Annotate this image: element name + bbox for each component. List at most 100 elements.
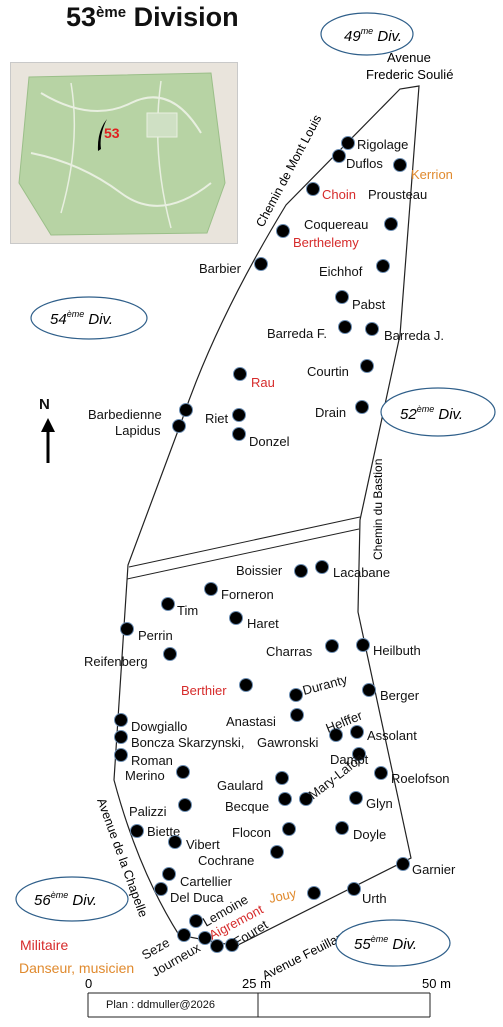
- svg-text:56ème Div.: 56ème Div.: [34, 890, 97, 909]
- grave-urth: Urth: [347, 882, 387, 906]
- grave-dot: [290, 708, 304, 722]
- svg-text:49me Div.: 49me Div.: [344, 26, 402, 45]
- grave-dot: [325, 639, 339, 653]
- grave-becque: Becque: [225, 792, 292, 814]
- grave-label: Lapidus: [115, 423, 161, 438]
- grave-del-duca: Del Duca: [154, 882, 224, 905]
- grave-label: Merino: [125, 768, 165, 783]
- grave-eichhof: Eichhof: [319, 259, 390, 279]
- grave-roman: Roman: [114, 748, 173, 768]
- grave-dot: [355, 400, 369, 414]
- grave-tim: Tim: [161, 597, 198, 618]
- grave-dot: [282, 822, 296, 836]
- grave-dot: [335, 821, 349, 835]
- grave-duranty: Duranty: [289, 671, 349, 702]
- grave-label: Boissier: [236, 563, 283, 578]
- grave-label: Berthelemy: [293, 235, 359, 250]
- grave-label: Prousteau: [368, 187, 427, 202]
- grave-palizzi: Palizzi: [129, 798, 192, 819]
- division-outline: [113, 85, 420, 947]
- svg-text:54ème Div.: 54ème Div.: [50, 309, 113, 328]
- grave-gaulard: Gaulard: [217, 771, 289, 793]
- grave-dot: [360, 359, 374, 373]
- grave-boncza-skarzynski: Boncza Skarzynski,: [114, 730, 244, 750]
- grave-dot: [114, 748, 128, 762]
- grave-label: Gawronski: [257, 735, 319, 750]
- grave-dot: [278, 792, 292, 806]
- grave-label: Barbier: [199, 261, 242, 276]
- scale-tick-0: 0: [85, 976, 92, 991]
- crossing-path-line-2: [126, 528, 360, 580]
- grave-dot: [254, 257, 268, 271]
- grave-label: Doyle: [353, 827, 386, 842]
- grave-label: Lacabane: [333, 565, 390, 580]
- crossing-path-line-1: [128, 516, 361, 568]
- grave-choin: Choin: [306, 182, 356, 202]
- grave-dot: [179, 403, 193, 417]
- grave-label: Roman: [131, 753, 173, 768]
- grave-dot: [204, 582, 218, 596]
- page-title: 53ème Division: [66, 2, 239, 32]
- neighbor-division-49: 49me Div.: [320, 12, 414, 56]
- grave-label: Duflos: [346, 156, 383, 171]
- grave-dot: [306, 182, 320, 196]
- grave-label: Charras: [266, 644, 313, 659]
- grave-label: Biette: [147, 824, 180, 839]
- grave-label: Palizzi: [129, 804, 167, 819]
- grave-flocon: Flocon: [232, 822, 296, 840]
- svg-text:55ème Div.: 55ème Div.: [354, 934, 417, 953]
- grave-dot: [120, 622, 134, 636]
- grave-donzel: Donzel: [232, 427, 290, 449]
- grave-dot: [178, 798, 192, 812]
- grave-heilbuth: Heilbuth: [356, 638, 421, 658]
- grave-dot: [177, 928, 191, 942]
- plan-credit: Plan : ddmuller@2026: [106, 999, 216, 1011]
- grave-courtin: Courtin: [307, 359, 374, 379]
- grave-dot: [189, 914, 203, 928]
- legend-danseur: Danseur, musicien: [19, 960, 135, 976]
- grave-dowgiallo: Dowgiallo: [114, 713, 187, 734]
- grave-dot: [347, 882, 361, 896]
- grave-dot: [239, 678, 253, 692]
- svg-text:52ème Div.: 52ème Div.: [400, 404, 463, 423]
- grave-label: Riet: [205, 411, 229, 426]
- grave-label: Eichhof: [319, 264, 363, 279]
- grave-merino: Merino: [125, 765, 190, 783]
- location-inset-map: 53: [10, 62, 238, 244]
- grave-lacabane: Lacabane: [315, 560, 390, 580]
- grave-duflos: Duflos: [332, 149, 383, 171]
- grave-dot: [335, 290, 349, 304]
- grave-dot: [276, 224, 290, 238]
- grave-label: Donzel: [249, 434, 290, 449]
- grave-riet: Riet: [205, 408, 246, 426]
- grave-label: Cartellier: [180, 874, 233, 889]
- grave-label: Roelofson: [391, 771, 450, 786]
- grave-biette: Biette: [130, 824, 180, 839]
- grave-jouy: Jouy: [268, 885, 321, 906]
- north-arrow-icon: [41, 418, 55, 463]
- grave-kerrion: Kerrion: [393, 158, 453, 182]
- scale-tick-50: 50 m: [422, 976, 451, 991]
- grave-dot: [349, 791, 363, 805]
- grave-charras: Charras: [266, 639, 339, 659]
- grave-dot: [307, 886, 321, 900]
- grave-barbedienne: Barbedienne: [88, 403, 193, 422]
- grave-dampt: Dampt: [330, 747, 369, 767]
- grave-label: Kerrion: [411, 167, 453, 182]
- neighbor-division-55: 55ème Div.: [335, 919, 451, 967]
- grave-dot: [176, 765, 190, 779]
- grave-berger: Berger: [362, 683, 420, 703]
- grave-forneron: Forneron: [204, 582, 274, 602]
- grave-label: Courtin: [307, 364, 349, 379]
- grave-garnier: Garnier: [396, 857, 456, 877]
- grave-dot: [270, 845, 284, 859]
- grave-dot: [365, 322, 379, 336]
- grave-rigolage: Rigolage: [341, 136, 408, 152]
- grave-label: Jouy: [268, 885, 298, 905]
- grave-lapidus: Lapidus: [115, 419, 186, 438]
- grave-cochrane: Cochrane: [198, 845, 284, 868]
- grave-roelofson: Roelofson: [374, 766, 450, 786]
- grave-doyle: Doyle: [335, 821, 386, 842]
